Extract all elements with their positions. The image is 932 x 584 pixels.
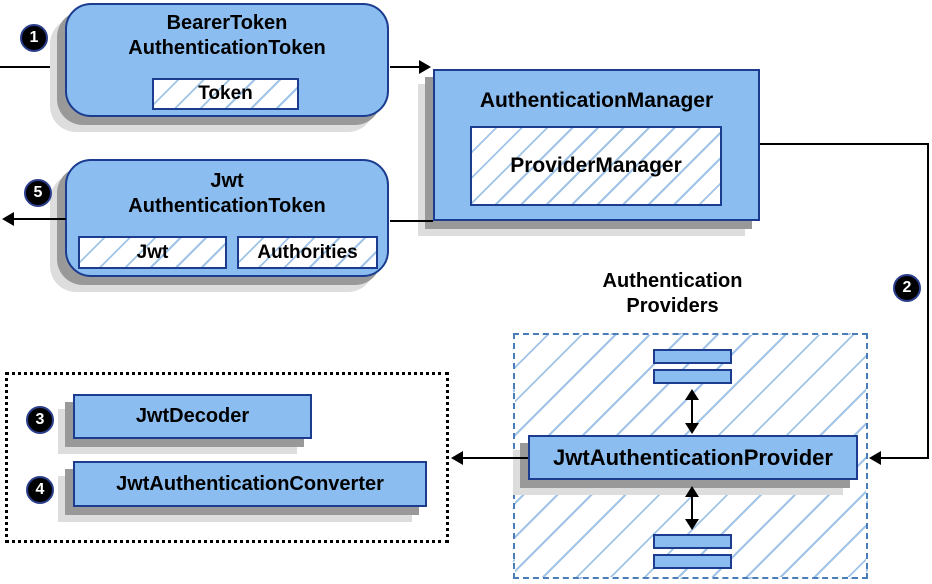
jwt-field: Jwt [78,236,227,269]
providers-label-line1: Authentication [602,270,743,292]
arrowhead-right-icon [419,60,431,74]
authentication-manager-title: AuthenticationManager [479,89,714,112]
bearer-token-title-line2: AuthenticationToken [128,37,326,59]
bearer-token-node-title: BearerToken AuthenticationToken [67,5,387,61]
provider-manager-inner: ProviderManager [470,126,722,206]
jwt-token-title-line1: Jwt [210,170,244,192]
step-badge-2: 2 [893,274,921,302]
authentication-manager-node: AuthenticationManager ProviderManager [433,69,760,221]
flow-line-provider-to-group [463,457,528,459]
flow-line-step2-into-provider [881,457,927,459]
bidirectional-arrow-icon [685,389,699,434]
providers-label-line2: Providers [626,295,719,317]
decoder-converter-group [5,372,449,543]
jwt-authentication-token-node: Jwt AuthenticationToken Jwt Authorities [65,159,389,277]
arrowhead-left-icon [869,451,881,465]
arrowhead-up-icon [685,486,699,497]
flow-line-step2-horizontal [760,143,929,145]
bearer-token-title-line1: BearerToken [166,12,288,34]
step-badge-1: 1 [20,24,48,52]
bidirectional-arrow-icon [685,486,699,530]
provider-placeholder-bar [653,349,732,364]
bearer-token-authentication-token-node: BearerToken AuthenticationToken Token [65,3,389,117]
provider-placeholder-bar [653,369,732,384]
flow-line-step5-connector [390,220,433,222]
jwt-authentication-converter-node: JwtAuthenticationConverter [73,461,427,507]
step-badge-3: 3 [26,406,54,434]
jwt-token-title-line2: AuthenticationToken [128,195,326,217]
jwt-authentication-provider-node: JwtAuthenticationProvider [528,435,858,480]
authentication-providers-label: Authentication Providers [570,269,775,319]
arrowhead-down-icon [685,519,699,530]
authorities-field: Authorities [237,236,378,269]
flow-line-step1-entry [0,66,66,68]
arrowhead-left-icon [2,212,14,226]
token-field: Token [152,78,299,110]
arrowhead-down-icon [685,423,699,434]
arrow-stem [691,497,693,519]
arrowhead-up-icon [685,389,699,400]
flow-line-step1 [390,66,419,68]
arrowhead-left-icon [451,451,463,465]
arrow-stem [691,400,693,423]
flow-line-step5-exit [12,218,66,220]
provider-placeholder-bar [653,534,732,549]
jwt-token-node-title: Jwt AuthenticationToken [67,161,387,219]
step-badge-4: 4 [26,476,54,504]
jwt-decoder-node: JwtDecoder [73,394,312,439]
step-badge-5: 5 [24,179,52,207]
provider-placeholder-bar [653,554,732,569]
flow-line-step2-vertical [927,143,929,459]
